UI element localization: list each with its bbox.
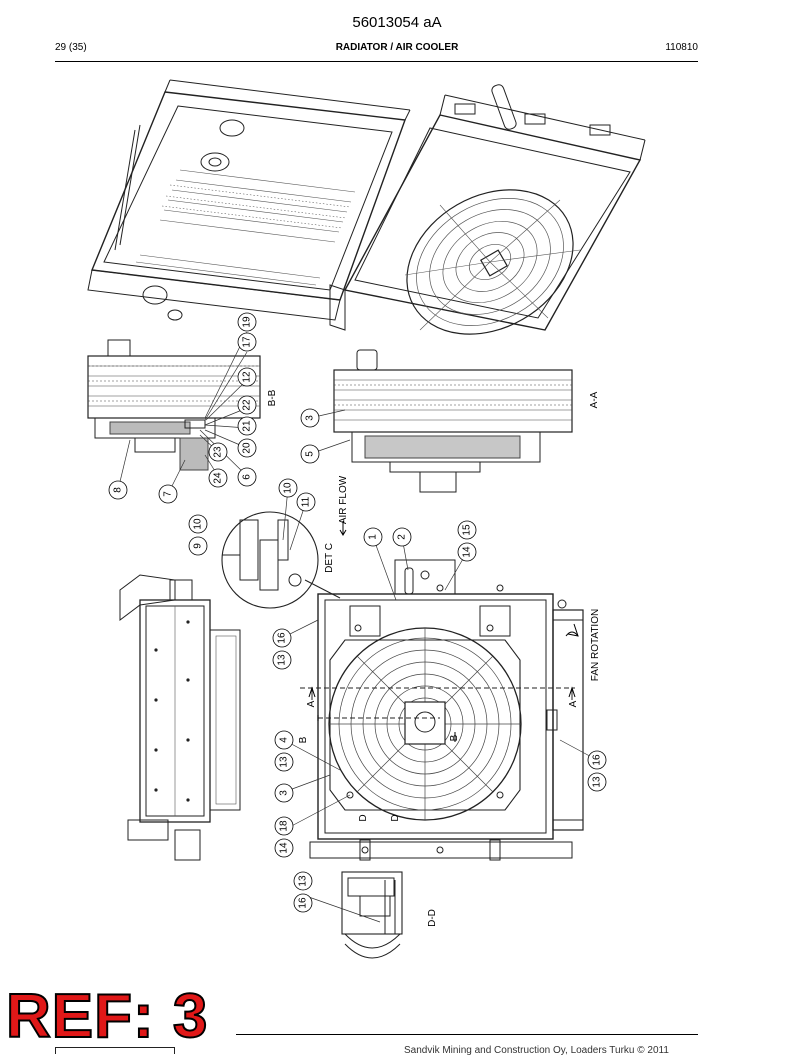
footer-rule — [236, 1034, 698, 1035]
label-mark-d-left: D — [358, 814, 369, 821]
balloon: 3 — [274, 783, 294, 803]
balloon: 16 — [272, 628, 292, 648]
label-section-dd: D-D — [427, 909, 438, 927]
company-logo — [55, 1047, 175, 1054]
balloon: 11 — [296, 492, 316, 512]
svg-text:13: 13 — [277, 654, 288, 666]
balloon: 2 — [392, 527, 412, 547]
svg-text:4: 4 — [279, 737, 290, 743]
balloon: 13 — [293, 871, 313, 891]
ref-stamp: REF: 3 — [5, 982, 209, 1051]
balloon: 8 — [108, 480, 128, 500]
balloon: 15 — [457, 520, 477, 540]
arrows — [308, 521, 579, 742]
section-dd-view — [341, 871, 403, 959]
svg-text:20: 20 — [242, 442, 253, 454]
svg-text:3: 3 — [279, 790, 290, 796]
label-mark-b-left: B — [298, 736, 309, 743]
label-mark-b-right: B — [449, 734, 460, 741]
isometric-view-fan — [329, 84, 646, 335]
detail-c-view — [221, 511, 341, 609]
balloon: 19 — [237, 312, 257, 332]
item-balloons: 19 17 12 22 21 20 6 23 24 7 8 3 5 10 11 … — [108, 312, 607, 913]
balloon: 13 — [272, 650, 292, 670]
balloon: 9 — [188, 536, 208, 556]
header-rule — [55, 61, 698, 62]
balloon: 5 — [300, 444, 320, 464]
svg-text:12: 12 — [242, 371, 253, 383]
balloon: 6 — [237, 467, 257, 487]
svg-text:13: 13 — [279, 756, 290, 768]
svg-text:23: 23 — [213, 446, 224, 458]
section-bb-view — [87, 339, 261, 471]
svg-text:10: 10 — [283, 482, 294, 494]
balloon: 22 — [237, 395, 257, 415]
radiator-fins — [135, 169, 356, 286]
balloon: 21 — [237, 416, 257, 436]
svg-text:24: 24 — [213, 472, 224, 484]
document-date: 110810 — [665, 42, 698, 53]
document-number: 56013054 aA — [352, 14, 442, 31]
sheet-title: RADIATOR / AIR COOLER — [335, 42, 459, 53]
balloon: 7 — [158, 484, 178, 504]
svg-text:14: 14 — [279, 842, 290, 854]
label-fan-rotation: FAN ROTATION — [590, 609, 601, 681]
copyright-text: Sandvik Mining and Construction Oy, Load… — [404, 1045, 669, 1056]
svg-text:22: 22 — [242, 399, 253, 411]
svg-text:6: 6 — [242, 474, 253, 480]
svg-text:7: 7 — [163, 491, 174, 497]
fan-guard-spokes — [404, 199, 581, 331]
section-aa-view — [333, 349, 573, 493]
svg-text:16: 16 — [298, 897, 309, 909]
svg-text:2: 2 — [397, 534, 408, 540]
svg-text:5: 5 — [305, 451, 316, 457]
label-detail-c: DET C — [324, 543, 335, 573]
label-mark-a-right: A — [568, 700, 579, 707]
balloon: 17 — [237, 332, 257, 352]
svg-text:10: 10 — [193, 518, 204, 530]
svg-text:18: 18 — [279, 820, 290, 832]
label-section-bb: B-B — [267, 389, 278, 406]
balloon: 20 — [237, 438, 257, 458]
svg-text:15: 15 — [462, 524, 473, 536]
front-view-fan — [300, 559, 584, 861]
svg-text:16: 16 — [592, 754, 603, 766]
svg-text:1: 1 — [368, 534, 379, 540]
label-mark-a-left: A — [306, 700, 317, 707]
balloon: 24 — [208, 468, 228, 488]
balloon: 10 — [188, 514, 208, 534]
svg-text:9: 9 — [193, 543, 204, 549]
svg-text:21: 21 — [242, 420, 253, 432]
technical-drawing: B-B A-A D-D DET C AIR FLOW FAN ROTATION … — [87, 79, 646, 959]
balloon: 16 — [293, 893, 313, 913]
svg-text:14: 14 — [462, 546, 473, 558]
page-number: 29 (35) — [55, 42, 87, 53]
balloon: 18 — [274, 816, 294, 836]
balloon: 4 — [274, 730, 294, 750]
balloon: 16 — [587, 750, 607, 770]
balloon: 13 — [274, 752, 294, 772]
label-air-flow: AIR FLOW — [338, 475, 349, 524]
svg-text:16: 16 — [277, 632, 288, 644]
balloon: 1 — [363, 527, 383, 547]
balloon: 12 — [237, 367, 257, 387]
side-view — [119, 574, 241, 861]
label-mark-d-right: D — [390, 814, 401, 821]
balloon: 23 — [208, 442, 228, 462]
balloon: 14 — [457, 542, 477, 562]
svg-text:17: 17 — [242, 336, 253, 348]
svg-text:8: 8 — [113, 487, 124, 493]
balloon: 3 — [300, 408, 320, 428]
svg-text:13: 13 — [298, 875, 309, 887]
label-section-aa: A-A — [589, 391, 600, 408]
isometric-view-radiator — [87, 79, 411, 321]
balloon: 10 — [278, 478, 298, 498]
balloon: 14 — [274, 838, 294, 858]
svg-text:13: 13 — [592, 776, 603, 788]
balloon: 13 — [587, 772, 607, 792]
core-dots — [161, 184, 351, 229]
svg-text:3: 3 — [305, 415, 316, 421]
svg-text:11: 11 — [301, 496, 312, 507]
svg-text:19: 19 — [242, 316, 253, 328]
